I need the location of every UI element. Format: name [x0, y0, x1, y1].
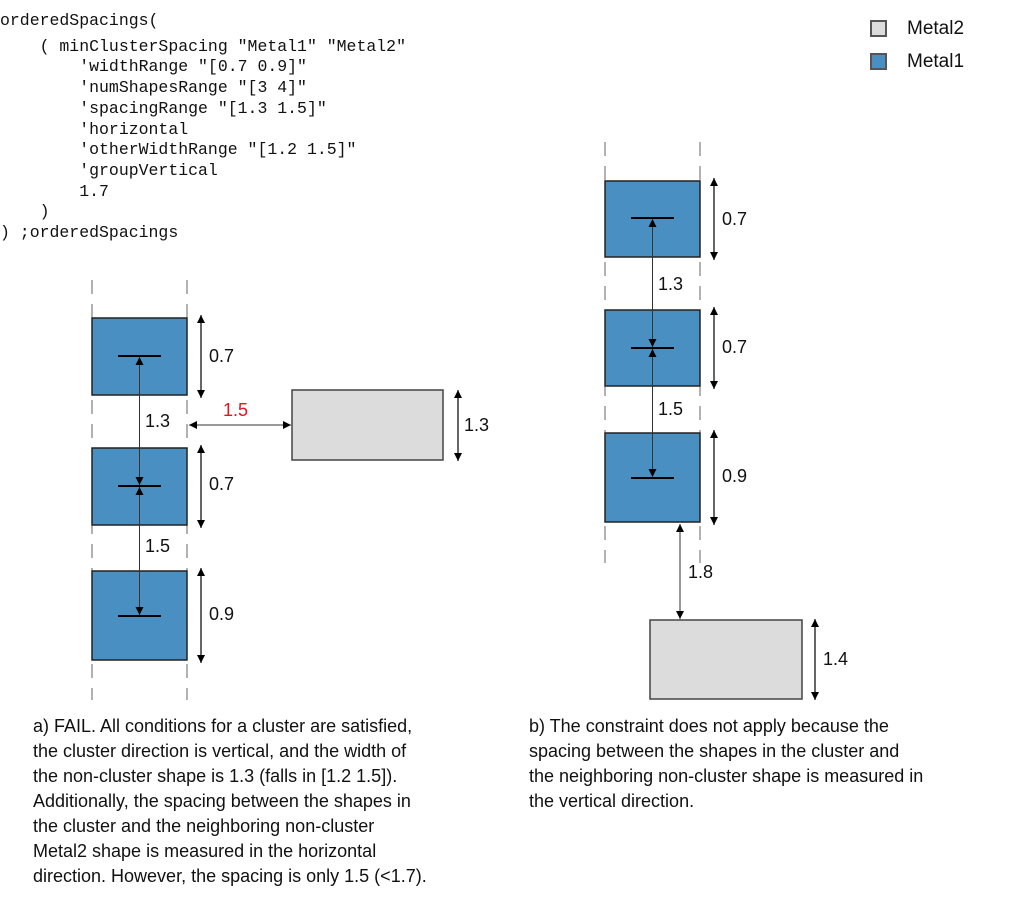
- caption-line: the cluster and the neighboring non-clus…: [33, 816, 375, 836]
- metal2-shape: [291, 389, 444, 461]
- diagram-b: 1.3 1.5 0.7 0.7 0.9 1.8 1.4: [604, 142, 848, 700]
- code-block: orderedSpacings( ( minClusterSpacing "Me…: [0, 11, 406, 244]
- cluster-spacing-label: 1.5: [658, 399, 683, 419]
- caption-line: b) The constraint does not apply because…: [529, 716, 889, 736]
- caption-line: Metal2 shape is measured in the horizont…: [33, 841, 377, 861]
- cluster-spacing-label: 1.3: [658, 274, 683, 294]
- height-label: 0.7: [722, 337, 747, 357]
- caption-line: the cluster direction is vertical, and t…: [33, 741, 407, 761]
- neighbor-width-label: 1.3: [464, 415, 489, 435]
- caption-b: b) The constraint does not apply because…: [529, 714, 923, 814]
- code-line: 'widthRange "[0.7 0.9]": [0, 57, 307, 77]
- caption-line: spacing between the shapes in the cluste…: [529, 741, 900, 761]
- height-label: 0.7: [209, 474, 234, 494]
- caption-line: Additionally, the spacing between the sh…: [33, 791, 411, 811]
- legend-item-metal2: Metal2: [870, 12, 964, 45]
- caption-line: the neighboring non-cluster shape is mea…: [529, 766, 924, 786]
- caption-line: a) FAIL. All conditions for a cluster ar…: [33, 716, 413, 736]
- legend: Metal2 Metal1: [870, 12, 964, 78]
- code-line: 'otherWidthRange "[1.2 1.5]": [0, 140, 357, 160]
- neighbor-spacing-label: 1.5: [223, 400, 248, 420]
- cluster-spacing-label: 1.3: [145, 411, 170, 431]
- code-line: orderedSpacings(: [0, 11, 159, 30]
- code-line: 'numShapesRange "[3 4]": [0, 78, 307, 98]
- diagram-a: 1.3 1.5 0.7 0.7 0.9 1.5 1.3: [91, 280, 489, 700]
- metal2-shape: [649, 619, 803, 700]
- metal1-swatch: [870, 53, 887, 70]
- legend-label: Metal1: [907, 50, 965, 72]
- height-label: 0.9: [209, 604, 234, 624]
- code-line: 'spacingRange "[1.3 1.5]": [0, 98, 327, 118]
- caption-line: the non-cluster shape is 1.3 (falls in […: [33, 766, 398, 786]
- height-label: 0.9: [722, 466, 747, 486]
- height-label: 0.7: [722, 209, 747, 229]
- code-line: 1.7: [0, 181, 109, 201]
- neighbor-spacing-label: 1.8: [688, 562, 713, 582]
- neighbor-width-label: 1.4: [823, 649, 848, 669]
- code-line: 'horizontal: [0, 119, 189, 139]
- caption-a: a) FAIL. All conditions for a cluster ar…: [33, 714, 427, 889]
- cluster-spacing-label: 1.5: [145, 536, 170, 556]
- legend-item-metal1: Metal1: [870, 45, 964, 78]
- code-line: ): [0, 202, 50, 222]
- code-line: 'groupVertical: [0, 160, 218, 180]
- code-line: ) ;orderedSpacings: [0, 223, 179, 243]
- legend-label: Metal2: [907, 17, 965, 39]
- height-label: 0.7: [209, 346, 234, 366]
- caption-line: direction. However, the spacing is only …: [33, 866, 427, 886]
- code-line: ( minClusterSpacing "Metal1" "Metal2": [0, 36, 406, 56]
- caption-line: the vertical direction.: [529, 791, 695, 811]
- metal2-swatch: [870, 20, 887, 37]
